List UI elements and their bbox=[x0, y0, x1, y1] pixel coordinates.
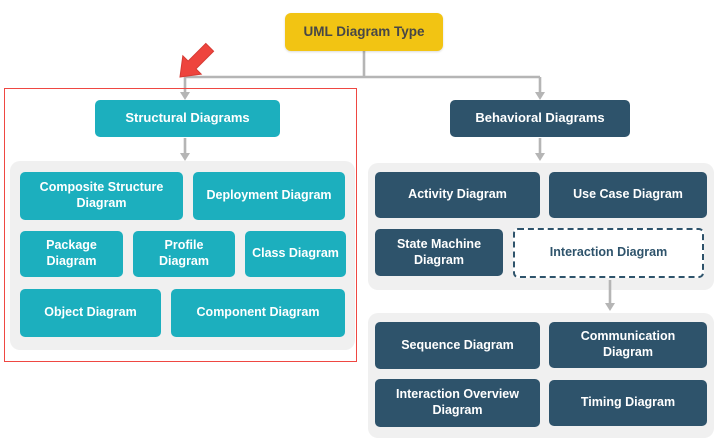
structural-highlight-box bbox=[4, 88, 357, 362]
node-component-diagram: Component Diagram bbox=[171, 289, 345, 337]
node-structural-diagrams: Structural Diagrams bbox=[95, 100, 280, 137]
node-interaction-diagram: Interaction Diagram bbox=[513, 228, 704, 278]
node-timing-diagram: Timing Diagram bbox=[549, 380, 707, 426]
node-composite-structure-diagram: Composite Structure Diagram bbox=[20, 172, 183, 220]
node-activity-diagram: Activity Diagram bbox=[375, 172, 540, 218]
node-object-diagram: Object Diagram bbox=[20, 289, 161, 337]
node-class-diagram: Class Diagram bbox=[245, 231, 346, 277]
node-sequence-diagram: Sequence Diagram bbox=[375, 322, 540, 369]
node-profile-diagram: Profile Diagram bbox=[133, 231, 235, 277]
node-state-machine-diagram: State Machine Diagram bbox=[375, 229, 503, 276]
node-package-diagram: Package Diagram bbox=[20, 231, 123, 277]
node-use-case-diagram: Use Case Diagram bbox=[549, 172, 707, 218]
node-uml-diagram-type: UML Diagram Type bbox=[285, 13, 443, 51]
node-deployment-diagram: Deployment Diagram bbox=[193, 172, 345, 220]
node-communication-diagram: Communication Diagram bbox=[549, 322, 707, 368]
red-arrow-cursor-icon bbox=[179, 42, 215, 78]
node-interaction-overview-diagram: Interaction Overview Diagram bbox=[375, 379, 540, 427]
node-behavioral-diagrams: Behavioral Diagrams bbox=[450, 100, 630, 137]
